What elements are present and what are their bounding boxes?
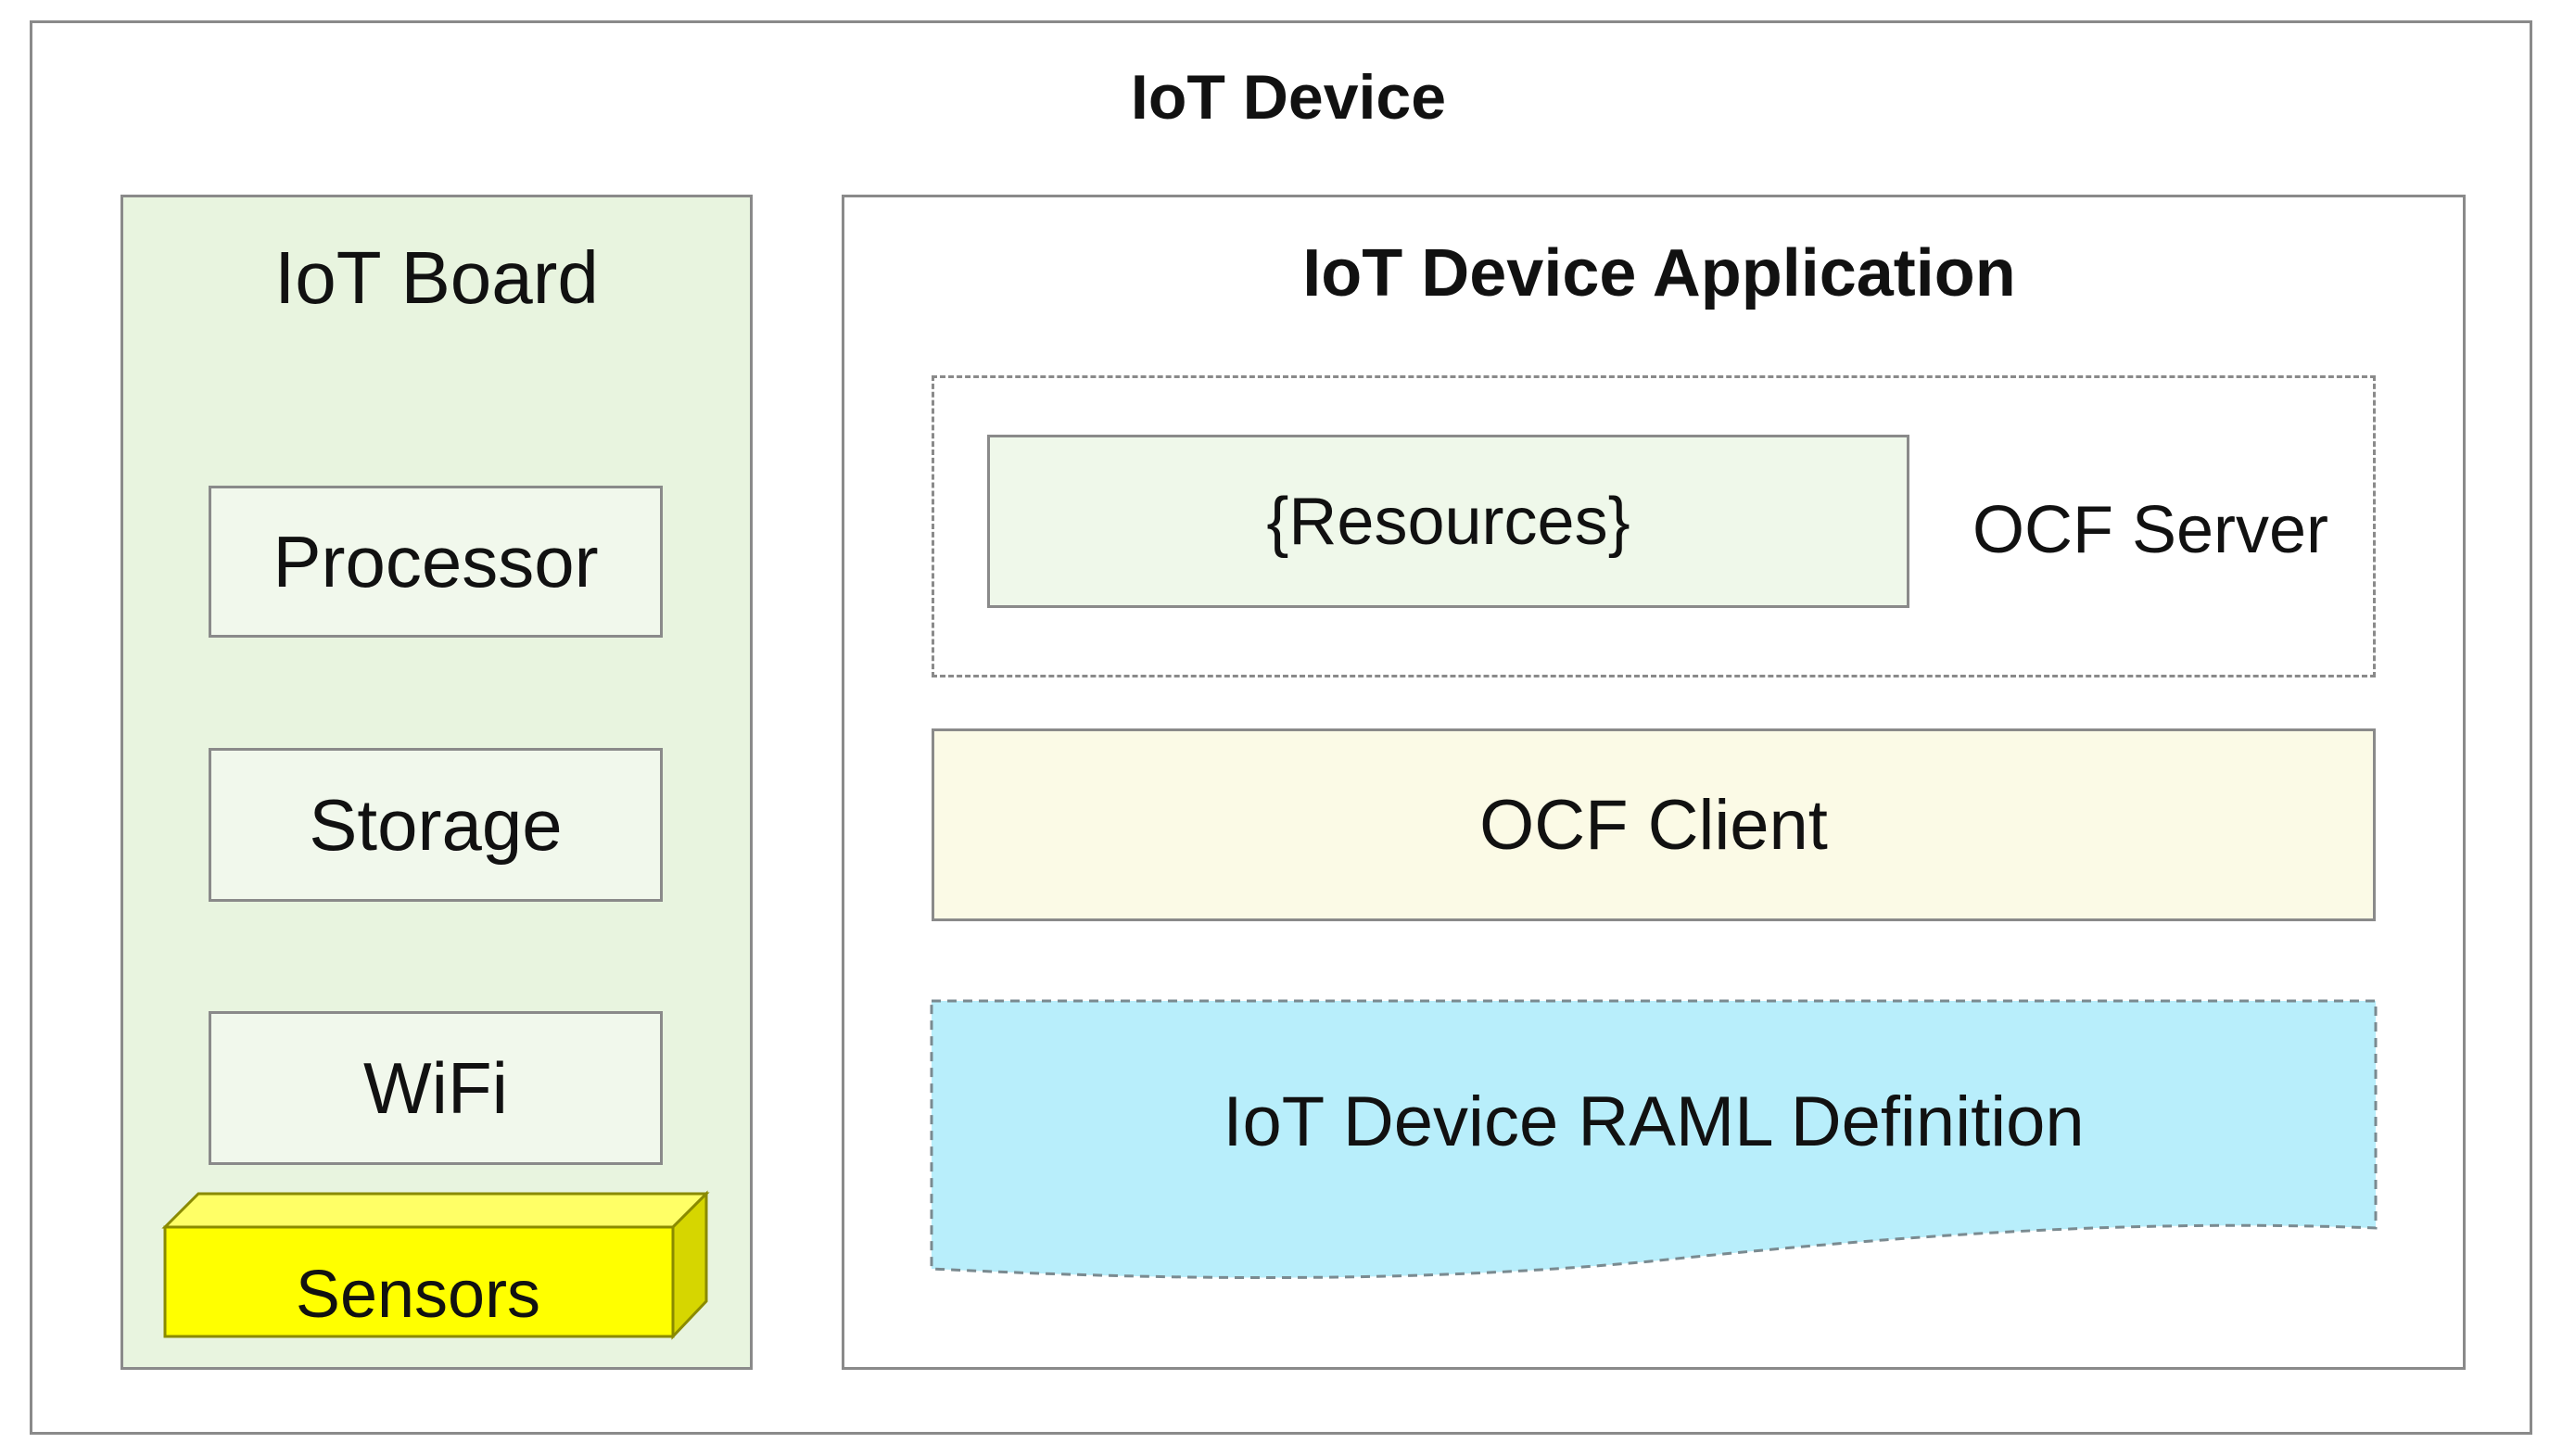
- sensors-block: [161, 1190, 710, 1340]
- iot-device-title: IoT Device: [1130, 62, 1447, 133]
- ocf-server-label: OCF Server: [1972, 493, 2329, 567]
- wifi-box: WiFi: [209, 1011, 663, 1165]
- sensors-label: Sensors: [295, 1258, 541, 1332]
- raml-definition-label: IoT Device RAML Definition: [1223, 1082, 2085, 1161]
- sensors-block-top-face: [161, 1192, 710, 1229]
- iot-board-title: IoT Board: [274, 236, 599, 319]
- storage-box: Storage: [209, 748, 663, 902]
- iot-device-application-title: IoT Device Application: [1302, 236, 2016, 310]
- processor-box: Processor: [209, 486, 663, 638]
- raml-document-shape: [930, 999, 2378, 1280]
- ocf-server-region: [932, 375, 2376, 677]
- raml-definition-document: [930, 999, 2378, 1280]
- sensors-block-front-face: [163, 1225, 675, 1338]
- resources-box: {Resources}: [987, 435, 1909, 608]
- ocf-client-box: OCF Client: [932, 728, 2376, 921]
